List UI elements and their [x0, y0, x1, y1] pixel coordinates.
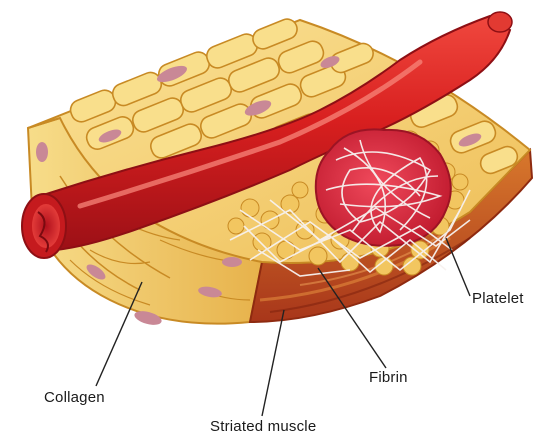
leader-line-striated-muscle [262, 310, 284, 416]
label-collagen: Collagen [44, 389, 105, 406]
label-platelet: Platelet [472, 290, 524, 307]
label-fibrin: Fibrin [369, 369, 408, 386]
label-striated-muscle: Striated muscle [210, 418, 316, 435]
